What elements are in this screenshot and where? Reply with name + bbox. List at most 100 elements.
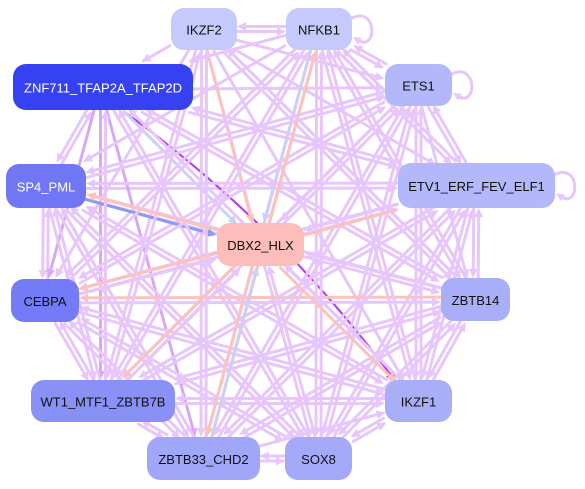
edge-znf711-to-sp4 <box>56 107 90 163</box>
node-zbtb14-box <box>441 278 510 321</box>
node-nfkb1[interactable]: NFKB1 <box>286 8 352 50</box>
edge-sp4-to-znf711 <box>59 111 92 167</box>
edge-wt1-to-dbx2 <box>124 267 241 384</box>
edge-nfkb1-to-nfkb1 <box>349 14 374 45</box>
edge-dbx2-to-wt1 <box>122 262 239 379</box>
edge-cebpa-to-zbtb14 <box>77 297 442 307</box>
edge-etv1-to-etv1 <box>552 171 577 202</box>
edge-etv1-to-nfkb1 <box>341 48 458 163</box>
edge-sp4-to-ets1 <box>85 94 386 180</box>
node-nfkb1-label: NFKB1 <box>298 23 340 38</box>
node-sp4-label: SP4_PML <box>17 180 76 195</box>
edge-wt1-to-zbtb14 <box>174 309 442 386</box>
node-ikzf2-label: IKZF2 <box>186 23 221 38</box>
edge-dbx2-to-zbtb33 <box>204 263 254 437</box>
node-wt1[interactable]: WT1_MTF1_ZBTB7B <box>31 380 175 422</box>
node-ikzf2-box <box>171 8 237 50</box>
edge-sp4-to-cebpa <box>38 206 48 279</box>
node-ets1-box <box>385 64 452 106</box>
node-znf711-box <box>13 64 193 110</box>
edge-ikzf1-to-zbtb14 <box>430 322 466 383</box>
node-ikzf1[interactable]: IKZF1 <box>385 380 452 422</box>
node-etv1[interactable]: ETV1_ERF_FEV_ELF1 <box>398 163 555 208</box>
edge-sox8-to-nfkb1 <box>317 50 326 439</box>
edge-etv1-to-zbtb14 <box>468 206 478 278</box>
edge-etv1-to-wt1 <box>138 204 438 378</box>
node-ets1[interactable]: ETS1 <box>385 64 452 106</box>
edge-sox8-to-etv1 <box>331 209 466 440</box>
edge-nfkb1-to-ets1 <box>349 48 384 69</box>
edge-sox8-to-zbtb33 <box>260 451 287 461</box>
node-zbtb33[interactable]: ZBTB33_CHD2 <box>147 437 260 480</box>
node-sox8-label: SOX8 <box>301 452 336 467</box>
edge-etv1-to-sp4 <box>85 179 400 188</box>
edge-zbtb33-to-ikzf2 <box>202 50 211 439</box>
node-cebpa[interactable]: CEBPA <box>11 279 79 322</box>
node-dbx2-label: DBX2_HLX <box>227 238 294 253</box>
edge-etv1-to-znf711 <box>190 105 401 164</box>
edges-layer <box>38 14 577 466</box>
node-etv1-label: ETV1_ERF_FEV_ELF1 <box>408 179 545 194</box>
edge-zbtb14-to-etv1 <box>474 208 484 280</box>
edge-sox8-to-sp4 <box>69 206 301 437</box>
edge-wt1-to-cebpa <box>59 320 95 381</box>
edge-sox8-to-dbx2 <box>266 265 317 438</box>
node-sox8-box <box>285 437 352 480</box>
node-cebpa-box <box>11 279 79 322</box>
node-sp4-box <box>6 164 86 208</box>
node-znf711[interactable]: ZNF711_TFAP2A_TFAP2D <box>13 64 193 110</box>
node-zbtb14-label: ZBTB14 <box>452 293 500 308</box>
edge-wt1-to-etv1 <box>139 210 439 384</box>
edge-zbtb14-to-cebpa <box>78 293 443 303</box>
node-ets1-label: ETS1 <box>402 79 435 94</box>
edge-ets1-to-etv1 <box>426 105 462 165</box>
node-wt1-label: WT1_MTF1_ZBTB7B <box>41 395 166 410</box>
node-etv1-box <box>398 163 555 208</box>
edge-ikzf1-to-sp4 <box>85 205 388 381</box>
edge-ikzf1-to-sox8 <box>350 416 386 438</box>
node-dbx2[interactable]: DBX2_HLX <box>217 223 304 266</box>
edge-ikzf2-to-zbtb33 <box>196 48 206 437</box>
edge-dbx2-to-cebpa <box>78 251 218 292</box>
edge-ikzf2-to-nfkb1 <box>235 27 286 36</box>
edge-dbx2-to-sp4 <box>86 192 220 232</box>
node-ikzf2[interactable]: IKZF2 <box>171 8 237 50</box>
node-zbtb14[interactable]: ZBTB14 <box>441 278 510 321</box>
node-nfkb1-box <box>286 8 352 50</box>
edge-znf711-to-zbtb14 <box>140 110 440 282</box>
edge-nfkb1-to-ikzf2 <box>237 22 288 31</box>
edge-ets1-to-sp4 <box>85 90 386 175</box>
node-sp4[interactable]: SP4_PML <box>6 164 86 208</box>
node-cebpa-label: CEBPA <box>23 294 66 309</box>
node-wt1-box <box>31 380 175 422</box>
edge-ets1-to-cebpa <box>77 100 386 279</box>
edge-zbtb33-to-sox8 <box>258 456 285 466</box>
edge-ets1-to-ets1 <box>449 70 474 101</box>
edge-etv1-to-ets1 <box>432 104 468 164</box>
edge-zbtb33-to-dbx2 <box>210 266 260 440</box>
edge-zbtb14-to-ikzf2 <box>226 48 458 278</box>
edge-dbx2-to-ikzf1 <box>278 266 396 382</box>
edge-wt1-to-znf711 <box>101 110 110 382</box>
edge-zbtb33-to-zbtb14 <box>240 321 443 441</box>
edge-ikzf1-to-wt1 <box>175 394 387 403</box>
edge-sox8-to-ets1 <box>325 106 418 440</box>
edge-sox8-to-ikzf1 <box>351 422 387 443</box>
node-zbtb33-box <box>147 437 260 480</box>
node-ikzf1-label: IKZF1 <box>401 395 436 410</box>
edge-wt1-to-ikzf2 <box>109 50 203 383</box>
node-ikzf1-box <box>385 380 452 422</box>
node-sox8[interactable]: SOX8 <box>285 437 352 480</box>
edge-ets1-to-zbtb33 <box>213 103 406 436</box>
edge-ikzf2-to-znf711 <box>141 44 172 63</box>
node-zbtb33-label: ZBTB33_CHD2 <box>158 452 248 467</box>
node-znf711-label: ZNF711_TFAP2A_TFAP2D <box>24 81 182 96</box>
edge-sox8-to-cebpa <box>80 317 288 439</box>
edge-ets1-to-nfkb1 <box>353 45 388 66</box>
edge-dbx2-to-nfkb1 <box>267 50 318 226</box>
edge-sox8-to-znf711 <box>118 108 310 438</box>
edge-cebpa-to-wt1 <box>53 321 89 382</box>
edge-sp4-to-ikzf1 <box>81 208 384 384</box>
